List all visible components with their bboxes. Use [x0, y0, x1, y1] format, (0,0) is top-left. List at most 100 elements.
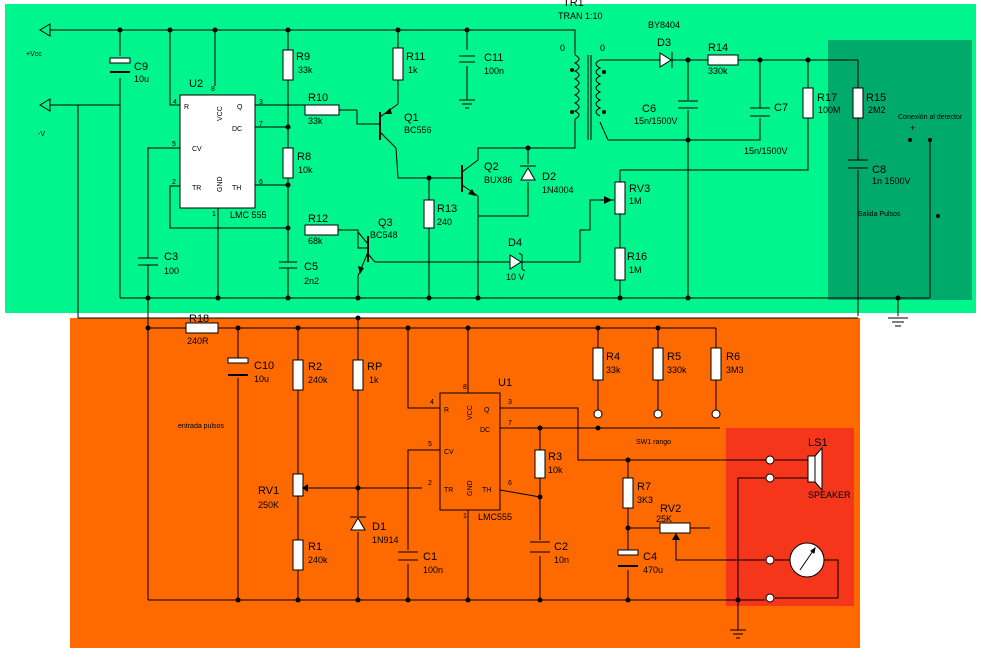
u1-pin-num-6: 6: [508, 480, 512, 487]
label-c7-name: C7: [774, 102, 788, 114]
label-ls1-name: LS1: [808, 437, 828, 449]
label-rv2-name: RV2: [660, 503, 681, 515]
components: [39, 23, 940, 603]
resistor-r1: [292, 539, 304, 571]
u2-pin-num-2: 2: [172, 179, 176, 186]
label-r13-name: R13: [437, 203, 457, 215]
switch-contact-3: [711, 409, 721, 419]
u2-pin-num-7: 7: [259, 121, 263, 128]
u2-pin-num-3: 3: [259, 99, 263, 106]
junctions-bottom: [145, 315, 741, 603]
label-r18-value: 240R: [187, 336, 209, 346]
diode-d3: [659, 52, 673, 68]
meter-terminal-1: [765, 555, 775, 565]
speaker-terminal-2: [765, 473, 775, 483]
label-tr1-name: TR1: [563, 0, 584, 9]
u1-pin-num-5: 5: [428, 441, 432, 448]
label-d2-part: 1N4004: [542, 185, 574, 195]
label-c4-value: 470u: [643, 565, 663, 575]
label-r11-value: 1k: [408, 65, 418, 75]
u2-pin-num-5: 5: [172, 141, 176, 148]
label-c10-name: C10: [254, 360, 274, 372]
label-r17-value: 100M: [818, 105, 841, 115]
label-tr-pin-left: 0: [560, 43, 565, 53]
label-c2-value: 10n: [554, 555, 569, 565]
u1-pin-num-8: 8: [463, 384, 467, 391]
label-q2-name: Q2: [484, 161, 499, 173]
label-q1-part: BC556: [404, 125, 432, 135]
resistor-r7: [622, 477, 634, 509]
label-conexion: Conexión al detector: [898, 114, 963, 121]
label-r16-name: R16: [627, 251, 647, 263]
meter: [789, 542, 825, 578]
output-terminal-2: [928, 138, 932, 142]
u2-pin-gnd: GND: [217, 176, 224, 192]
resistor-rp: [352, 359, 364, 391]
capacitor-c11: [459, 55, 475, 63]
label-c11-name: C11: [484, 52, 503, 64]
capacitor-c9: [109, 57, 131, 73]
label-u1-name: U1: [498, 377, 512, 389]
label-r18-name: R18: [189, 313, 209, 325]
label-r6-name: R6: [726, 351, 740, 363]
u1-pin-num-4: 4: [430, 399, 434, 406]
label-c2-name: C2: [554, 541, 568, 553]
label-c5-value: 2n2: [304, 276, 319, 286]
label-r16-value: 1M: [629, 265, 642, 275]
resistor-r3: [534, 449, 546, 479]
label-r8-value: 10k: [298, 165, 313, 175]
u2-pin-tr: TR: [192, 185, 201, 192]
label-c8-value: 1n 1500V: [872, 176, 911, 186]
label-rv1-value: 250K: [258, 500, 279, 510]
resistor-r13: [423, 199, 435, 229]
label-d4-name: D4: [508, 237, 522, 249]
diode-d1: [350, 516, 366, 531]
label-d4-value: 10 V: [506, 272, 525, 282]
label-d2-name: D2: [542, 171, 556, 183]
label-c8-name: C8: [872, 164, 886, 176]
capacitor-c3: [138, 248, 158, 276]
capacitor-c2: [530, 541, 550, 553]
label-c9-value: 10u: [134, 74, 149, 84]
label-r14-name: R14: [708, 42, 728, 54]
u2-pin-num-4: 4: [173, 99, 177, 106]
label-c5-name: C5: [304, 261, 318, 273]
label-r3-value: 10k: [548, 465, 563, 475]
label-entrada: entrada pulsos: [178, 423, 224, 430]
label-c7-value: 15n/1500V: [744, 146, 788, 156]
label-r1-value: 240k: [308, 555, 328, 565]
u1-pin-num-1: 1: [463, 513, 467, 520]
label-d3-name: D3: [657, 37, 671, 49]
label-r3-name: R3: [548, 451, 562, 463]
ic-u2: [179, 94, 256, 209]
switch-contact-2: [653, 409, 663, 419]
u1-pin-num-2: 2: [428, 480, 432, 487]
potentiometer-rv3: [614, 181, 626, 215]
top-wiring: [62, 29, 931, 327]
label-d1-part: 1N914: [372, 535, 399, 545]
label-ls1-part: SPEAKER: [808, 490, 851, 500]
resistor-r5: [652, 347, 664, 381]
transistor-q2: [452, 159, 479, 197]
u1-pin-th: TH: [482, 487, 491, 494]
resistor-r14: [707, 54, 739, 66]
label-c10-value: 10u: [254, 374, 269, 384]
bottom-wiring: [77, 105, 858, 639]
label-r7-value: 3K3: [637, 495, 653, 505]
label-minus-v: -V: [38, 131, 45, 138]
label-r5-value: 330k: [667, 365, 687, 375]
resistor-r2: [292, 359, 304, 391]
u1-pin-cv: CV: [444, 449, 454, 456]
label-r15-name: R15: [866, 92, 886, 104]
label-c3-value: 100: [164, 266, 179, 276]
ic-u1: [439, 392, 501, 511]
u2-pin-num-8: 8: [211, 86, 215, 93]
label-c1-name: C1: [423, 551, 437, 563]
resistor-r6: [710, 347, 722, 381]
label-c3-name: C3: [164, 251, 178, 263]
output-region: [828, 40, 972, 300]
resistor-r11: [392, 47, 404, 81]
meter-terminal-2: [765, 593, 775, 603]
resistor-r16: [614, 247, 626, 281]
